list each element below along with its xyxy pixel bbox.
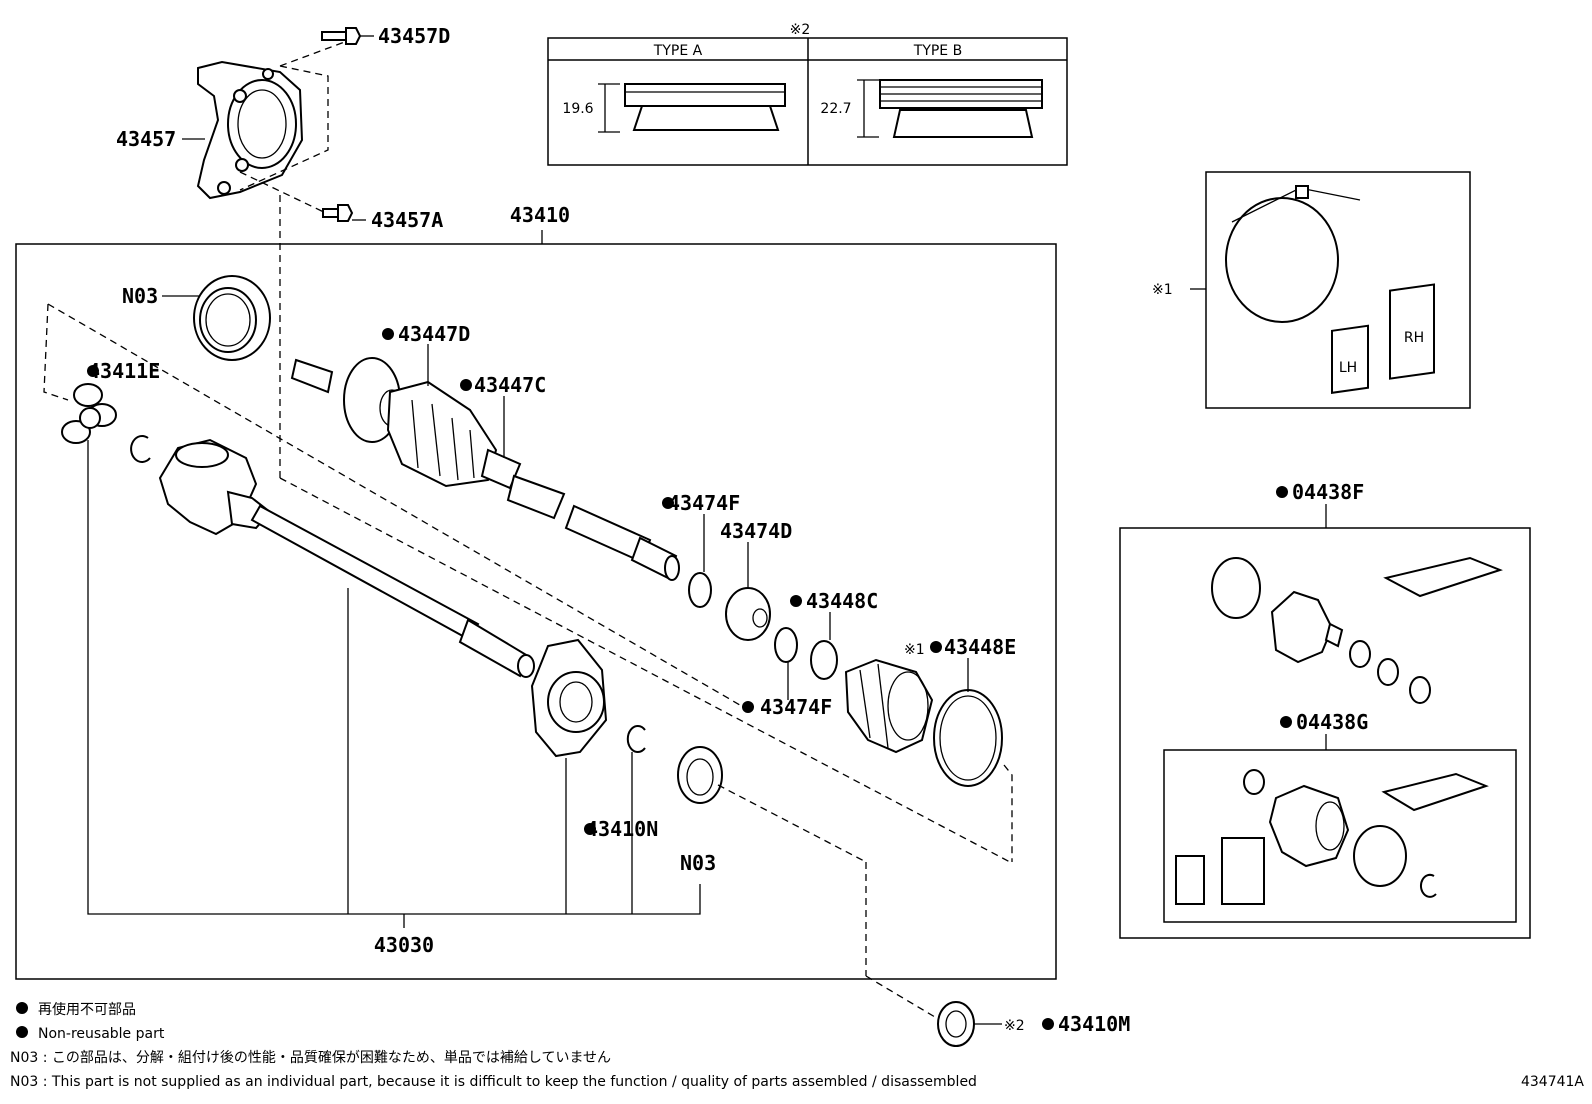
oil-seal-n03-top-icon — [193, 275, 271, 361]
kit-g-snap-ring-icon — [1420, 873, 1437, 898]
kit-g-grease-pack-icon — [1381, 772, 1489, 812]
note2-marker-43410M: ※2 — [1004, 1018, 1025, 1034]
non-reusable-marker-43410N — [584, 823, 596, 835]
bolt-43457D-icon — [321, 27, 362, 45]
non-reusable-marker-43474F-bottom — [742, 701, 754, 713]
rh-label-text: RH — [1404, 330, 1424, 346]
kit-g-clamp-large-icon — [1353, 825, 1407, 887]
oil-seal-n03-bottom-icon — [677, 746, 723, 804]
type-b-height: 22.7 — [820, 101, 851, 117]
label-43457A: 43457A — [371, 208, 443, 232]
drive-shaft-icon — [506, 474, 680, 581]
label-43447D: 43447D — [398, 322, 470, 346]
label-43411E: 43411E — [88, 359, 160, 383]
note1-marker: ※1 — [904, 642, 925, 658]
boot-kit-clamp-small-1-icon — [1349, 640, 1371, 668]
grease-pack-icon — [1383, 556, 1503, 598]
non-reusable-marker-43448C — [790, 595, 802, 607]
label-04438G: 04438G — [1296, 710, 1368, 734]
damper-43474D-icon — [725, 587, 771, 641]
non-reusable-marker-43448E — [930, 641, 942, 653]
boot-kit-clamp-large-icon — [1211, 557, 1261, 619]
type-table: ※2 TYPE A TYPE B 19.6 22.7 — [547, 22, 1068, 166]
kit-g-lh-sheet-icon — [1175, 855, 1205, 905]
type-a-seal-icon — [598, 83, 786, 133]
label-43410: 43410 — [510, 203, 570, 227]
boot-kit-clamp-small-2-icon — [1377, 658, 1399, 686]
clamp-43474F-bottom-icon — [774, 627, 798, 663]
lh-label-sheet-icon: LH — [1331, 324, 1369, 394]
legend-marker-ja — [16, 1002, 28, 1014]
legend-non-reusable-ja: 再使用不可部品 — [38, 1001, 136, 1018]
clamp-43474F-top-icon — [688, 572, 712, 608]
boot-kit-clamp-small-3-icon — [1409, 676, 1431, 704]
boot-kit-04438F-box: 04438F — [1119, 480, 1531, 939]
kit-g-rh-sheet-icon — [1221, 837, 1265, 905]
label-04438F: 04438F — [1292, 480, 1364, 504]
non-reusable-marker-43411E — [87, 365, 99, 377]
lh-label-text: LH — [1339, 360, 1357, 376]
legend-n03-ja: N03 : この部品は、分解・組付け後の性能・品質確保が困難なため、単品では補給… — [10, 1050, 611, 1066]
label-43410N: 43410N — [586, 817, 658, 841]
legend-marker-en — [16, 1026, 28, 1038]
note1-box-marker: ※1 — [1152, 282, 1173, 298]
label-43447C: 43447C — [474, 373, 546, 397]
clamp-kit-box: ※1 LH RH — [1152, 171, 1471, 409]
rh-label-sheet-icon: RH — [1389, 283, 1435, 380]
label-n03-top: N03 — [122, 284, 158, 308]
non-reusable-marker-04438G — [1280, 716, 1292, 728]
legend: 再使用不可部品 Non-reusable part N03 : この部品は、分解… — [10, 1001, 977, 1090]
type-a-label: TYPE A — [653, 43, 703, 59]
kit-g-boot-icon — [1268, 784, 1350, 868]
label-43474F-top: 43474F — [668, 491, 740, 515]
tripod-joint-43411E-icon — [61, 383, 117, 444]
seal-43410M-icon — [937, 1001, 975, 1047]
type-a-height: 19.6 — [562, 101, 593, 117]
outboard-joint-43447D-icon — [290, 357, 405, 443]
label-43457D: 43457D — [378, 24, 450, 48]
label-43448C: 43448C — [806, 589, 878, 613]
label-43410M: 43410M — [1058, 1012, 1130, 1036]
type-b-label: TYPE B — [913, 43, 962, 59]
snap-ring-43410N-icon — [626, 725, 646, 753]
boot-43448E-icon — [844, 658, 934, 754]
type-b-seal-icon — [857, 79, 1043, 138]
label-43448E: 43448E — [944, 635, 1016, 659]
bracket-43457-icon — [196, 60, 304, 200]
non-reusable-marker-43474F-top — [662, 497, 674, 509]
bolt-43457A-icon — [322, 204, 354, 222]
label-n03-bottom: N03 — [680, 851, 716, 875]
non-reusable-marker-43410M — [1042, 1018, 1054, 1030]
bearing-bracket-icon — [530, 638, 608, 758]
label-43474D: 43474D — [720, 519, 792, 543]
non-reusable-marker-43447C — [460, 379, 472, 391]
non-reusable-marker-43447D — [382, 328, 394, 340]
assembly-43410-frame — [15, 243, 1057, 980]
label-43030: 43030 — [374, 933, 434, 957]
clamp-43448C-icon — [810, 640, 838, 680]
label-43457: 43457 — [116, 127, 176, 151]
legend-non-reusable-en: Non-reusable part — [38, 1026, 165, 1042]
boot-kit-04438G-box: 04438G — [1163, 710, 1517, 923]
kit-g-clamp-small-icon — [1243, 769, 1265, 795]
boot-43447C-icon — [386, 380, 522, 490]
diagram-id: 434741A — [1521, 1074, 1584, 1090]
legend-n03-en: N03 : This part is not supplied as an in… — [10, 1074, 977, 1090]
clamp-43448E-icon — [933, 689, 1003, 787]
boot-kit-boot-icon — [1270, 590, 1344, 664]
band-clamp-icon — [1225, 197, 1339, 323]
inboard-joint-43030-icon — [158, 438, 535, 678]
snap-ring-icon — [130, 435, 151, 463]
type-table-note-marker: ※2 — [790, 22, 811, 38]
label-43474F-bottom: 43474F — [760, 695, 832, 719]
non-reusable-marker-04438F — [1276, 486, 1288, 498]
